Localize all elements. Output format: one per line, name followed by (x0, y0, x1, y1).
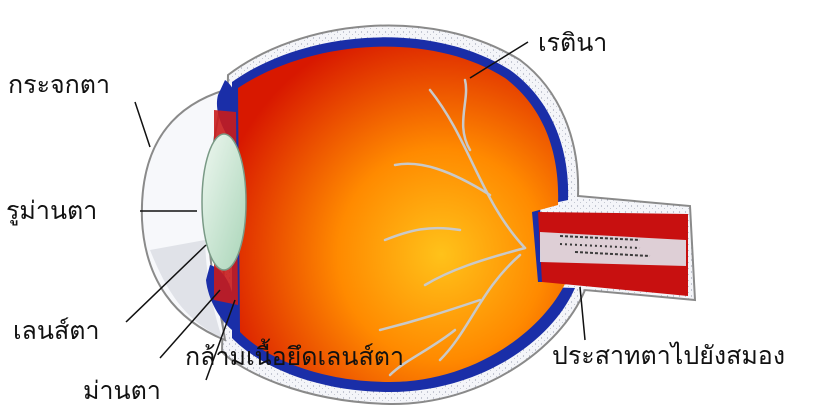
lens (202, 134, 246, 270)
vitreous-body (238, 47, 566, 382)
label-retina: เรตินา (538, 30, 607, 55)
cornea-leader (135, 102, 150, 147)
label-pupil: รูม่านตา (6, 198, 97, 223)
label-iris: ม่านตา (83, 378, 161, 403)
label-optic-nerve: ประสาทตาไปยังสมอง (552, 343, 785, 368)
label-ciliary-muscle: กล้ามเนื้อยึดเลนส์ตา (185, 344, 404, 369)
label-lens: เลนส์ตา (13, 318, 100, 343)
label-cornea: กระจกตา (8, 72, 110, 97)
